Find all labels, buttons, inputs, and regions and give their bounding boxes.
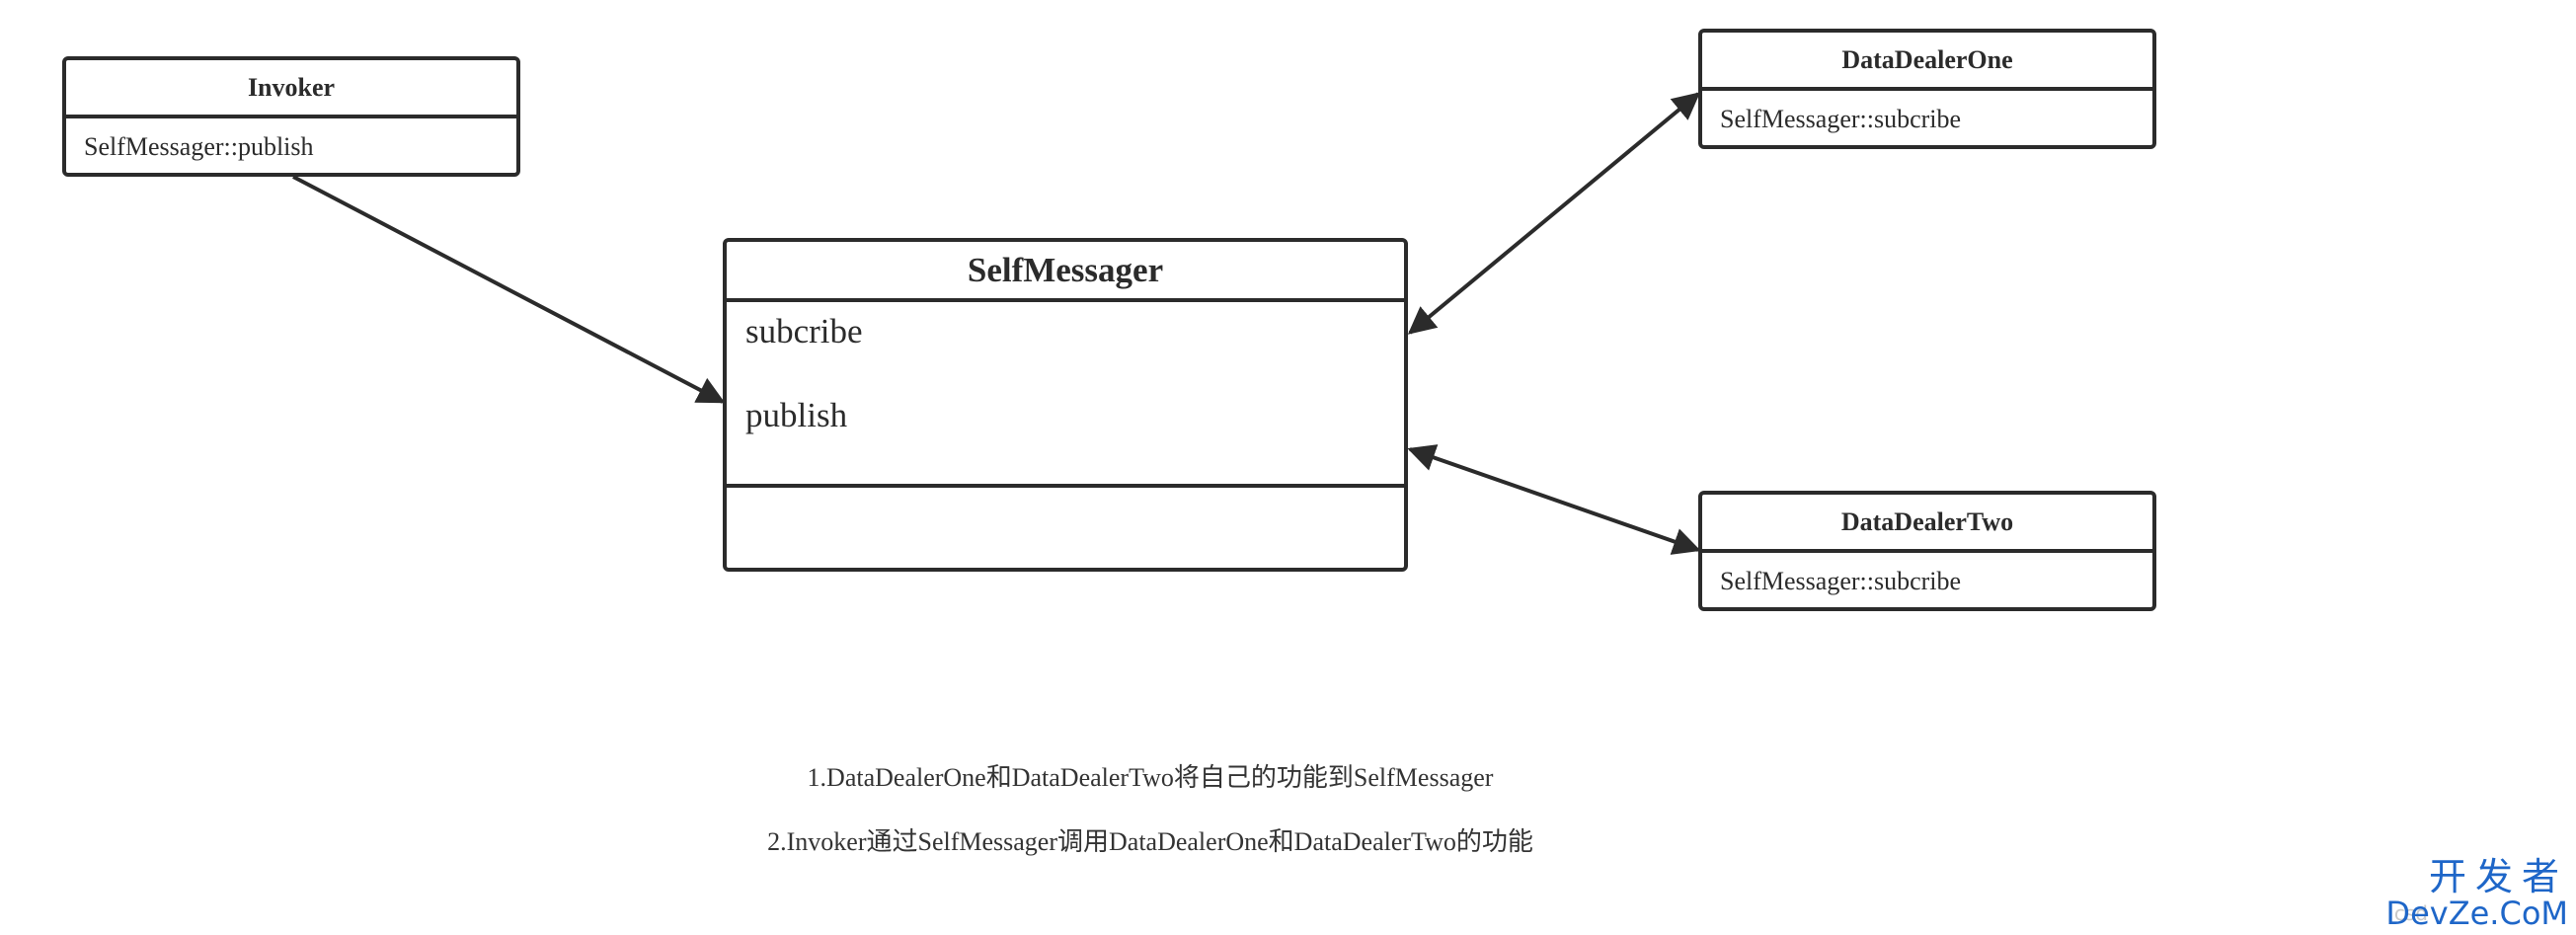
csdn-watermark: csd — [2393, 901, 2428, 925]
invoker-class-title: Invoker — [66, 60, 516, 118]
arrow-selfmessager-dealertwo — [1407, 444, 1701, 555]
dealerone-class-box[interactable]: DataDealerOne SelfMessager::subcribe — [1698, 29, 2156, 149]
diagram-note-1: 1.DataDealerOne和DataDealerTwo将自己的功能到Self… — [807, 763, 1494, 792]
dealertwo-class-member: SelfMessager::subcribe — [1720, 567, 1962, 595]
invoker-class-member: SelfMessager::publish — [84, 132, 314, 161]
selfmessager-operations: subcribe publish — [727, 302, 1404, 488]
selfmessager-operation-subcribe: subcribe — [745, 312, 863, 351]
selfmessager-operation-publish: publish — [745, 396, 848, 434]
diagram-note-2: 2.Invoker通过SelfMessager调用DataDealerOne和D… — [767, 827, 1533, 856]
dealerone-class-title: DataDealerOne — [1702, 33, 2152, 91]
arrow-invoker-to-selfmessager — [292, 175, 726, 404]
dealerone-class-member: SelfMessager::subcribe — [1720, 105, 1962, 133]
watermark-cn-text: 开发者 — [2428, 855, 2568, 898]
dealertwo-class-title: DataDealerTwo — [1702, 495, 2152, 553]
arrow-selfmessager-dealerone — [1407, 92, 1701, 335]
watermark-en-text: DevZe.CoM — [2385, 895, 2568, 932]
dealertwo-class-box[interactable]: DataDealerTwo SelfMessager::subcribe — [1698, 491, 2156, 611]
selfmessager-class-box[interactable]: SelfMessager subcribe publish — [723, 238, 1408, 572]
invoker-class-box[interactable]: Invoker SelfMessager::publish — [62, 56, 520, 177]
site-watermark-logo: 开发者 DevZe.CoM — [2385, 858, 2568, 929]
selfmessager-class-title: SelfMessager — [727, 242, 1404, 302]
